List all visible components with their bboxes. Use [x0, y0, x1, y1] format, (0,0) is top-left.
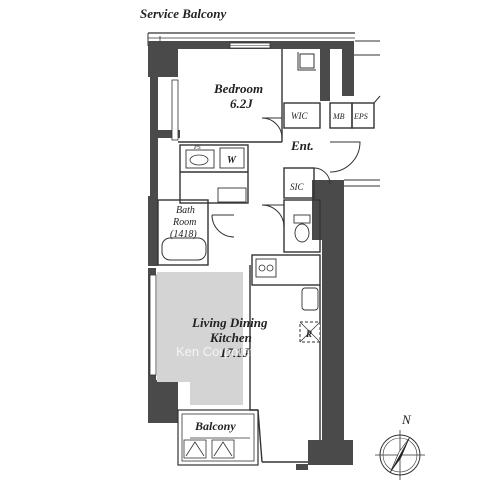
- bath-label-1: Bath: [176, 205, 195, 216]
- ldk-label-2: Kitchen: [209, 330, 252, 345]
- bedroom-label: Bedroom: [213, 81, 263, 96]
- watermark: Ken Corporation Ltd.: [176, 344, 296, 359]
- service-balcony-label: Service Balcony: [140, 6, 227, 21]
- wic-label: WIC: [291, 111, 308, 121]
- ldk-floor-shading: [157, 272, 243, 405]
- washbasin: [185, 149, 215, 169]
- service-balcony: [147, 32, 355, 46]
- vanity-cabinet: [217, 187, 247, 203]
- bath-label-2: Room: [172, 217, 196, 228]
- bedroom-window: [229, 42, 271, 49]
- ps-label: PS: [193, 145, 201, 151]
- balcony: [177, 409, 259, 466]
- ldk-label-1: Living Dining: [191, 315, 268, 330]
- exterior-right: [344, 40, 381, 187]
- north-label: N: [401, 412, 412, 427]
- fridge: [299, 321, 321, 343]
- washer-box: [219, 147, 245, 169]
- door-swings: [211, 117, 361, 238]
- eps-label: EPS: [353, 112, 368, 121]
- washer-label: W: [227, 155, 237, 166]
- ldk-size: 17.1J: [220, 345, 250, 360]
- service-door: [297, 52, 316, 71]
- interior-walls: [157, 49, 375, 463]
- bath-label-3: (1418): [170, 229, 197, 240]
- stove: [255, 258, 277, 278]
- kitchen-sink: [301, 287, 319, 311]
- entrance-label: Ent.: [290, 138, 314, 153]
- toilet: [293, 214, 311, 243]
- bedroom-size: 6.2J: [230, 96, 253, 111]
- mb-label: MB: [332, 112, 345, 121]
- balcony-label: Balcony: [194, 419, 236, 433]
- sic-label: SIC: [290, 182, 304, 192]
- side-windows: [149, 79, 179, 376]
- fridge-label: R: [305, 329, 312, 339]
- bathtub: [161, 237, 207, 261]
- north-compass: N: [375, 412, 425, 480]
